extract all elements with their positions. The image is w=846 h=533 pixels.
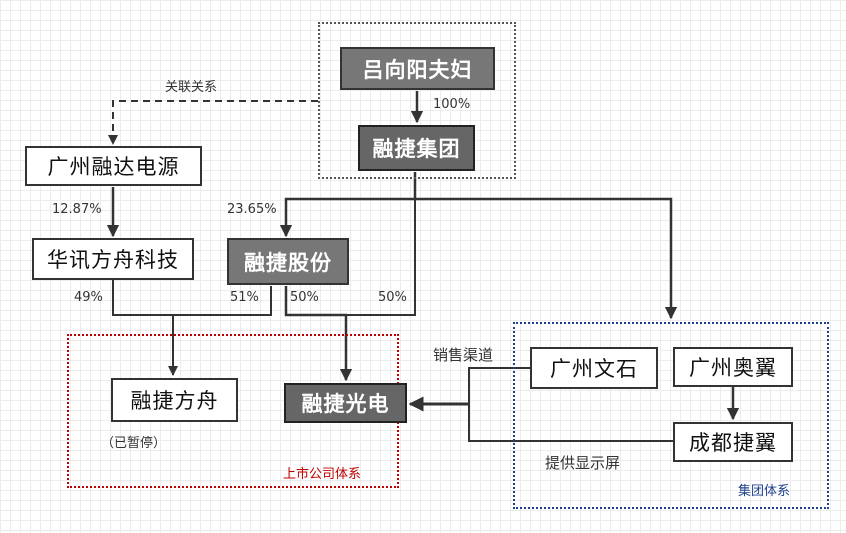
edge-wenshi [468, 367, 530, 404]
node-guangzhou-wenshi: 广州文石 [530, 347, 658, 389]
edge-shares-50 [284, 286, 353, 382]
label-pct-50-shares: 50% [290, 290, 319, 305]
node-rongjie-shares: 融捷股份 [227, 238, 349, 285]
edge-group-to-guangdian [346, 172, 416, 316]
node-chengdu-jieyi: 成都捷翼 [673, 422, 793, 462]
group-system-frame [513, 322, 829, 509]
edge-jieyi [468, 404, 673, 442]
label-suspended: （已暂停） [101, 436, 167, 451]
label-group-system: 集团体系 [738, 484, 791, 499]
edge-related-dashed [108, 100, 318, 145]
label-display-supply: 提供显示屏 [545, 454, 621, 472]
node-rongjie-guangdian: 融捷光电 [284, 383, 407, 423]
label-pct-1287: 12.87% [52, 202, 102, 217]
label-related: 关联关系 [165, 80, 218, 95]
node-rongjie-fangzhou: 融捷方舟 [111, 378, 238, 422]
top-frame [318, 22, 516, 179]
label-pct-100: 100% [433, 97, 471, 112]
edge-group-branch [279, 172, 417, 238]
edge-shares-51 [173, 286, 272, 316]
node-rongjie-group: 融捷集团 [358, 125, 475, 171]
node-guangzhou-rongda: 广州融达电源 [25, 146, 202, 186]
edge-group-to-group-system [415, 197, 678, 320]
node-guangzhou-aoyi: 广州奥翼 [673, 347, 793, 387]
edge-huaxun-to-fangzhou [112, 280, 178, 376]
label-pct-49: 49% [74, 290, 103, 305]
label-pct-51: 51% [230, 290, 259, 305]
node-lv-couple: 吕向阳夫妇 [340, 47, 495, 90]
label-pct-50-group: 50% [378, 290, 407, 305]
label-listed-system: 上市公司体系 [283, 467, 362, 482]
label-pct-2365: 23.65% [227, 202, 277, 217]
node-huaxun: 华讯方舟科技 [32, 238, 194, 280]
label-sales-channel: 销售渠道 [433, 346, 494, 364]
